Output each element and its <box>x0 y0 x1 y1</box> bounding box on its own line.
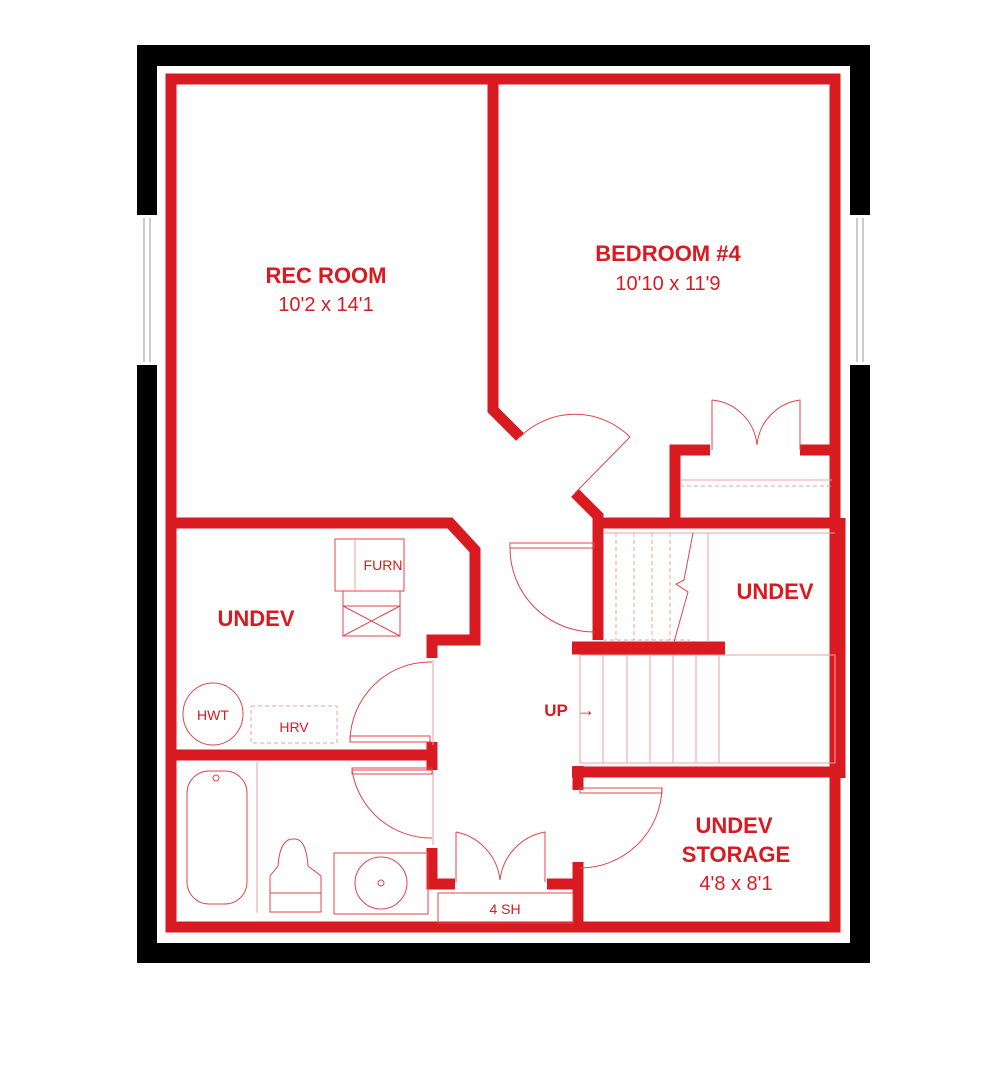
arrow-right-icon: → <box>577 700 595 720</box>
hot-water-tank <box>182 682 244 746</box>
storage-name-line2: STORAGE <box>682 842 790 867</box>
shelf-label: 4 SH <box>489 901 520 917</box>
window-left <box>137 215 157 365</box>
sink <box>333 852 429 915</box>
rec-room-name: REC ROOM <box>266 263 387 288</box>
storage-size: 4'8 x 8'1 <box>699 873 772 895</box>
shelf <box>437 892 574 924</box>
stairs <box>579 479 836 764</box>
hrv-unit <box>250 705 338 744</box>
bedroom4-name: BEDROOM #4 <box>595 241 741 266</box>
doors <box>349 399 801 882</box>
undev-left-name: UNDEV <box>217 606 294 631</box>
undev-right-name: UNDEV <box>736 579 813 604</box>
furnace <box>334 538 405 637</box>
hwt-label: HWT <box>197 707 229 723</box>
rec-room-size: 10'2 x 14'1 <box>278 294 374 316</box>
stairs-up-label: UP <box>544 701 568 720</box>
bedroom4-size: 10'10 x 11'9 <box>615 273 720 295</box>
interior-walls <box>165 73 846 933</box>
hrv-label: HRV <box>279 719 309 735</box>
furnace-label: FURN <box>364 557 403 573</box>
bathtub <box>186 762 258 913</box>
storage-name-line1: UNDEV <box>695 813 772 838</box>
window-right <box>850 215 870 365</box>
toilet <box>269 838 322 913</box>
